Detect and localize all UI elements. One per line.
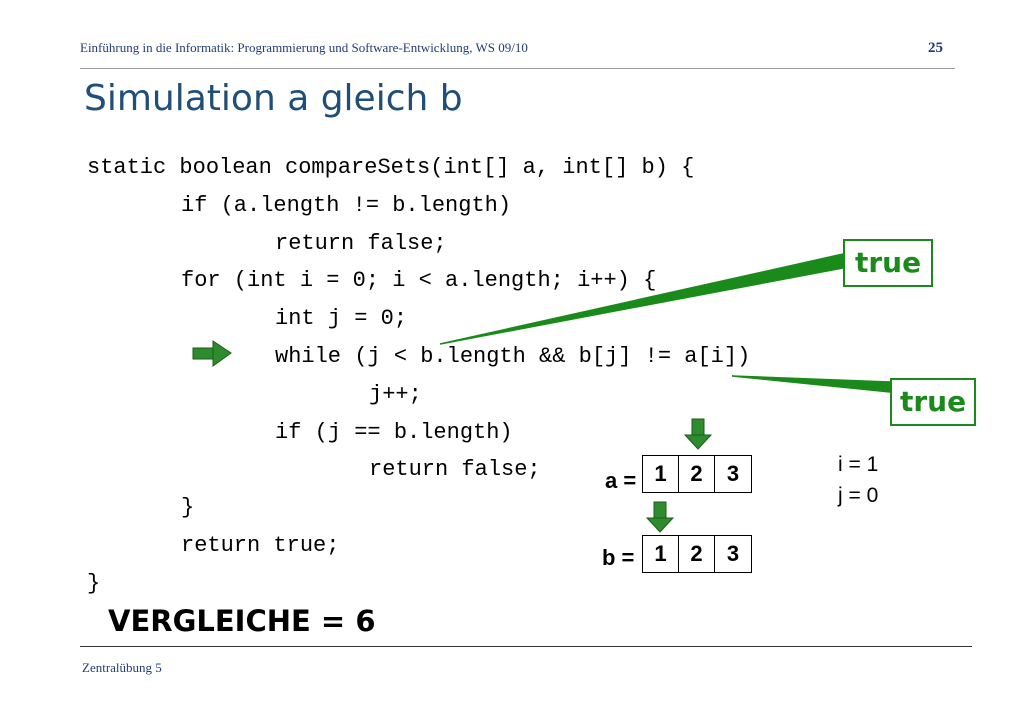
code-line: } <box>181 495 195 520</box>
page-number: 25 <box>928 40 943 56</box>
code-line: int j = 0; <box>275 306 408 331</box>
code-line: return false; <box>275 231 447 256</box>
code-line: return true; <box>181 533 340 558</box>
array-b-label: b = <box>602 545 635 570</box>
code-line: if (j == b.length) <box>275 420 513 445</box>
down-arrow-icon <box>683 418 713 450</box>
callout-true-second: true <box>890 378 976 426</box>
slide-title: Simulation a gleich b <box>84 78 463 119</box>
variable-i: i = 1 <box>838 453 879 476</box>
array-b-cell: 1 <box>643 536 679 572</box>
code-line: return false; <box>369 457 541 482</box>
code-line: } <box>87 571 101 596</box>
array-b-cell: 2 <box>679 536 715 572</box>
code-line: for (int i = 0; i < a.length; i++) { <box>181 268 657 293</box>
array-a-label: a = <box>605 468 637 493</box>
array-b-cell: 3 <box>726 541 740 566</box>
array-a: 1 2 3 <box>642 455 752 493</box>
code-line: j++; <box>369 382 422 407</box>
comparison-count: VERGLEICHE = 6 <box>108 604 376 638</box>
array-a-cell: 3 <box>726 461 740 486</box>
footer-label: Zentralübung 5 <box>82 660 162 675</box>
code-line: static boolean compareSets(int[] a, int[… <box>87 155 695 180</box>
array-b: 1 2 3 <box>642 535 752 573</box>
callout-true-first: true <box>843 239 933 287</box>
down-arrow-icon <box>645 501 675 533</box>
variable-j: j = 0 <box>838 484 879 507</box>
array-a-cell: 2 <box>679 456 715 492</box>
array-a-cell: 1 <box>643 456 679 492</box>
course-title: Einführung in die Informatik: Programmie… <box>80 40 528 55</box>
code-line-current: while (j < b.length && b[j] != a[i]) <box>275 344 751 369</box>
footer-divider <box>80 646 972 647</box>
code-line: if (a.length != b.length) <box>181 193 512 218</box>
callout-connector-first <box>439 253 844 345</box>
callout-connector-second <box>731 375 891 393</box>
header-divider <box>80 68 955 69</box>
right-arrow-icon <box>192 340 232 367</box>
